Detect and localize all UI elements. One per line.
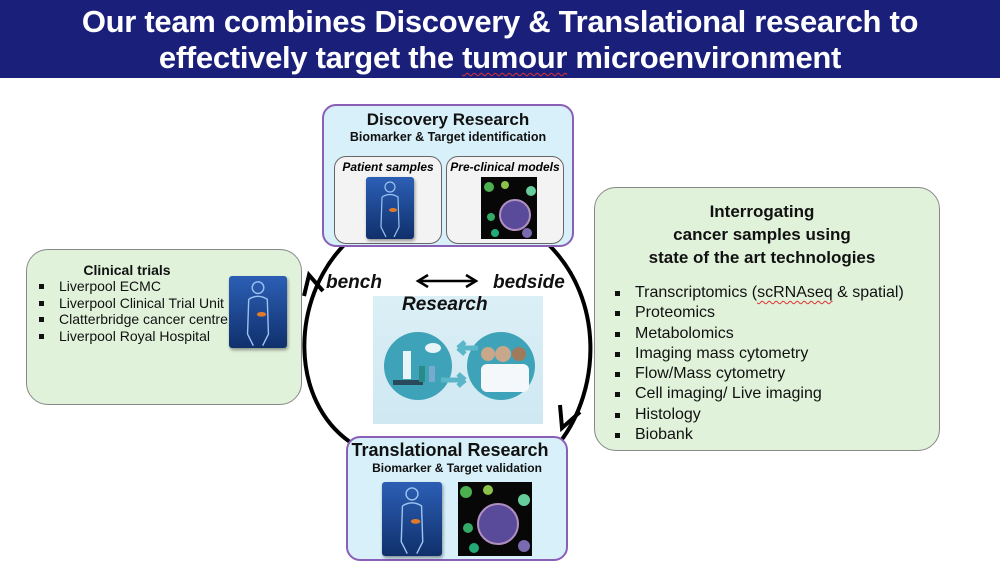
technologies-title-line: Interrogating — [709, 202, 815, 221]
technology-item: Transcriptomics (scRNAseq & spatial) — [595, 283, 939, 303]
technology-item: Flow/Mass cytometry — [595, 364, 939, 384]
clinical-trials-box: Clinical trials Liverpool ECMC Liverpool… — [26, 249, 302, 405]
clinical-trials-list: Liverpool ECMC Liverpool Clinical Trial … — [33, 278, 233, 344]
clinical-item: Liverpool Royal Hospital — [33, 328, 233, 345]
title-text: effectively target the — [158, 40, 463, 75]
clinical-item: Liverpool Clinical Trial Unit — [33, 295, 233, 312]
technology-text: & spatial) — [832, 284, 904, 301]
organoid-microscopy-image — [481, 177, 537, 239]
clinical-item: Clatterbridge cancer centre — [33, 311, 233, 328]
human-body-xray-icon — [366, 177, 414, 239]
human-body-xray-icon — [229, 276, 287, 348]
title-banner: Our team combines Discovery & Translatio… — [0, 0, 1000, 78]
technology-item: Proteomics — [595, 303, 939, 323]
bedside-label: bedside — [493, 272, 565, 293]
double-arrow-icon — [415, 273, 479, 289]
technologies-box: Interrogating cancer samples using state… — [594, 187, 940, 451]
technologies-title-line: state of the art technologies — [648, 248, 876, 267]
discovery-research-box: Discovery Research Biomarker & Target id… — [322, 104, 574, 247]
bench-to-bedside-illustration — [373, 296, 543, 424]
translational-subtitle: Biomarker & Target validation — [372, 461, 542, 475]
discovery-subtitle: Biomarker & Target identification — [349, 130, 547, 144]
technology-item: Cell imaging/ Live imaging — [595, 384, 939, 404]
spellcheck-word: tumour — [462, 40, 568, 75]
technologies-title-line: cancer samples using — [673, 225, 851, 244]
organoid-microscopy-image — [458, 482, 532, 556]
patient-samples-label: Patient samples — [342, 160, 434, 174]
technology-item: Imaging mass cytometry — [595, 344, 939, 364]
title-line-1: Our team combines Discovery & Translatio… — [81, 4, 919, 39]
pre-clinical-label: Pre-clinical models — [450, 160, 560, 174]
technology-item: Biobank — [595, 425, 939, 445]
clinical-item: Liverpool ECMC — [33, 278, 233, 295]
translational-research-box: Translational Research Biomarker & Targe… — [346, 436, 568, 561]
title-line-2: effectively target the tumour microenvir… — [0, 40, 1000, 76]
discovery-title: Discovery Research — [366, 110, 530, 129]
spellcheck-word: scRNAseq — [757, 284, 833, 301]
pre-clinical-models-panel: Pre-clinical models — [446, 156, 564, 244]
technology-text: Transcriptomics ( — [635, 284, 758, 301]
technologies-title: Interrogating cancer samples using state… — [585, 200, 939, 269]
cycle-arrowhead-left — [302, 270, 325, 297]
patient-samples-panel: Patient samples — [334, 156, 442, 244]
technology-item: Histology — [595, 405, 939, 425]
cycle-arrowhead-right — [558, 404, 582, 433]
clinical-trials-title: Clinical trials — [83, 262, 171, 278]
technologies-list: Transcriptomics (scRNAseq & spatial) Pro… — [595, 283, 939, 445]
human-body-xray-icon — [382, 482, 442, 556]
bench-label: bench — [326, 272, 382, 293]
technology-item: Metabolomics — [595, 324, 939, 344]
title-text: microenvironment — [567, 40, 842, 75]
research-label: Research — [402, 294, 488, 315]
translational-title: Translational Research — [351, 440, 549, 460]
